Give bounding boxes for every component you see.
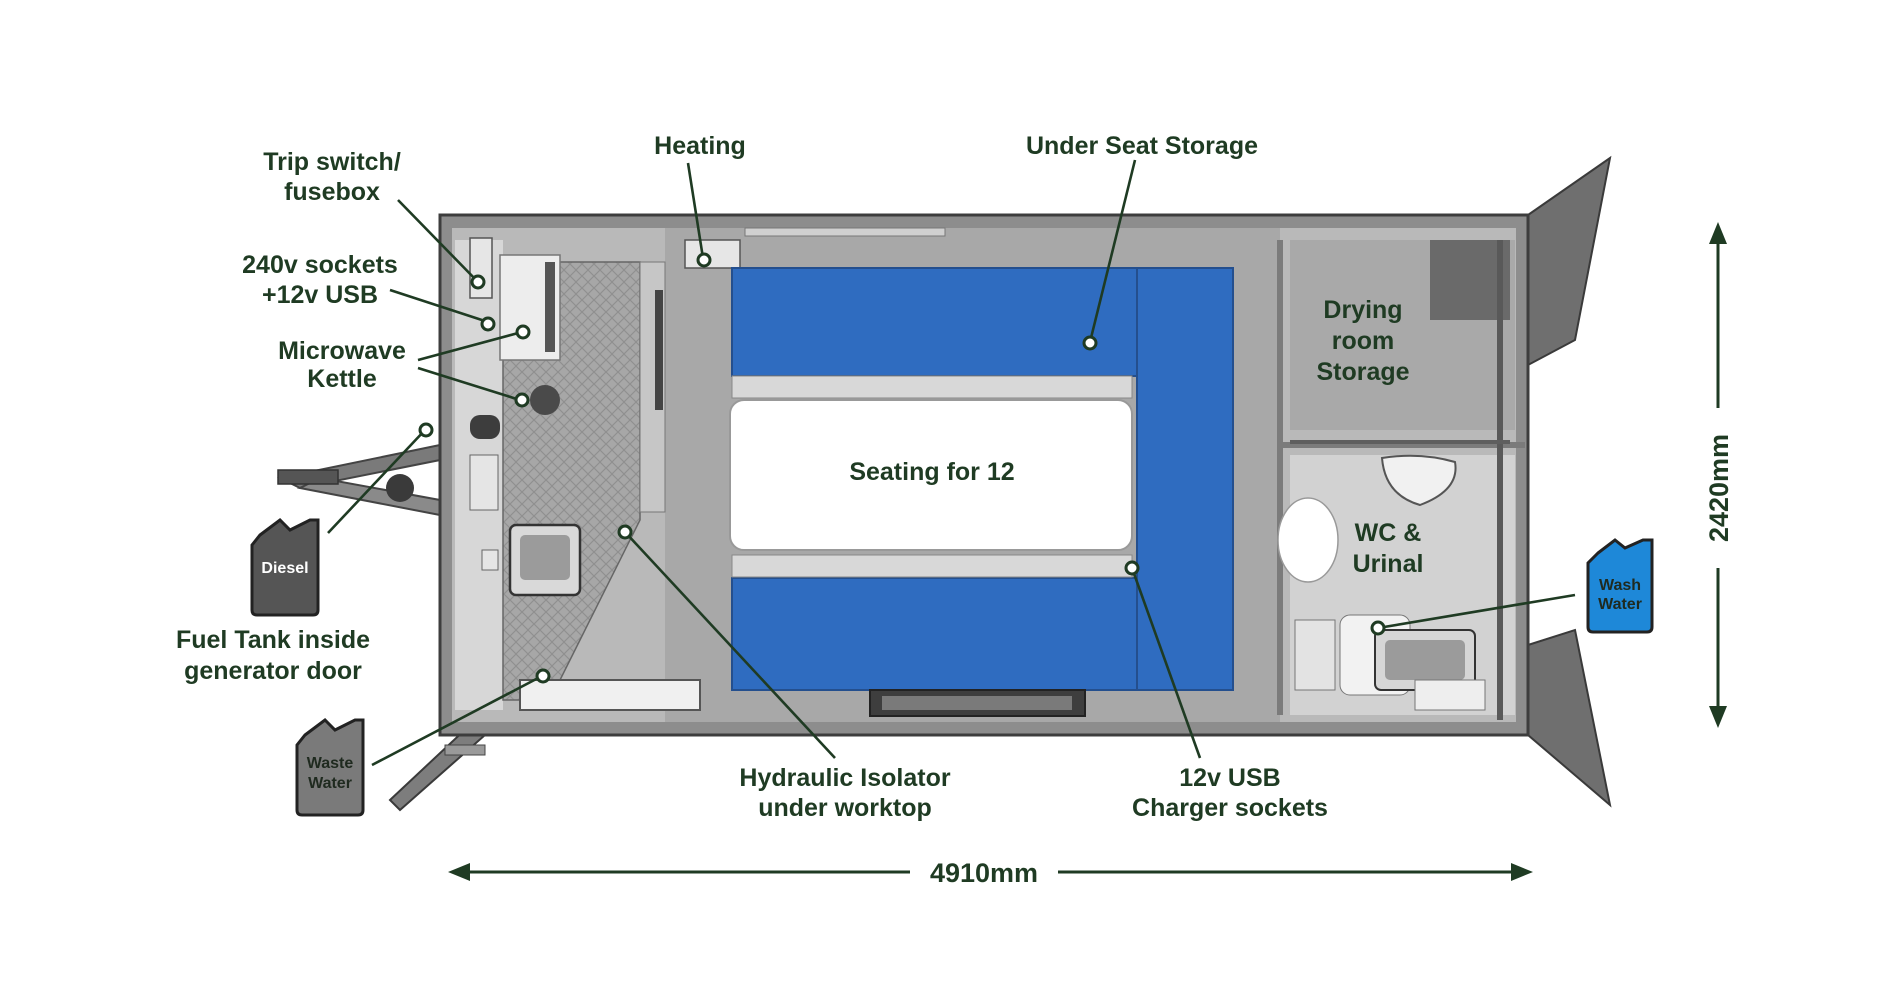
drying-room-label-line1: Drying (1323, 296, 1402, 324)
waste-water-label-line1: Waste (307, 755, 354, 772)
microwave-label: Microwave (278, 337, 406, 365)
heating-label: Heating (654, 132, 746, 160)
kitchen-area (455, 237, 701, 711)
under-seat-storage-label: Under Seat Storage (1026, 132, 1258, 160)
leader-lines (327, 159, 1576, 767)
wc-label-line1: WC & (1355, 519, 1422, 547)
wash-water-can-icon: Wash Water (1586, 538, 1654, 634)
usb-charger-label-line1: 12v USB (1179, 764, 1280, 792)
sockets-label-line2: +12v USB (262, 281, 378, 309)
tow-hitch (276, 443, 441, 517)
wc-label-line2: Urinal (1353, 550, 1424, 578)
hydraulic-isolator-label-line1: Hydraulic Isolator (739, 764, 950, 792)
wash-water-label-line1: Wash (1599, 577, 1641, 594)
drying-room-label-line2: room (1332, 327, 1395, 355)
sockets-label-line1: 240v sockets (242, 251, 398, 279)
seating-label: Seating for 12 (849, 458, 1014, 486)
seating (729, 267, 1234, 717)
width-value: 2420mm (1704, 434, 1734, 542)
fuel-tank-label-line1: Fuel Tank inside (176, 626, 370, 654)
wash-water-label-line2: Water (1598, 596, 1642, 613)
fuel-tank-label-line2: generator door (184, 657, 362, 685)
diesel-can-icon: Diesel (250, 518, 320, 617)
width-dimension: 2420mm (1704, 222, 1734, 728)
diesel-label: Diesel (261, 560, 308, 577)
waste-water-label-line2: Water (308, 775, 352, 792)
length-dimension: 4910mm (448, 858, 1533, 888)
kettle-label: Kettle (307, 365, 377, 393)
callout-dots (418, 252, 1386, 684)
right-doors (1527, 155, 1612, 808)
usb-charger-label-line2: Charger sockets (1132, 794, 1328, 822)
trip-switch-label-line1: Trip switch/ (263, 148, 401, 176)
drying-room-label-line3: Storage (1316, 358, 1409, 386)
heater (684, 227, 946, 269)
trip-switch-label-line2: fusebox (284, 178, 380, 206)
waste-water-can-icon: Waste Water (295, 718, 365, 817)
length-value: 4910mm (930, 858, 1038, 888)
left-door (388, 723, 487, 812)
hydraulic-isolator-label-line2: under worktop (758, 794, 932, 822)
wc-room (1277, 454, 1486, 711)
drying-room (1290, 240, 1510, 720)
